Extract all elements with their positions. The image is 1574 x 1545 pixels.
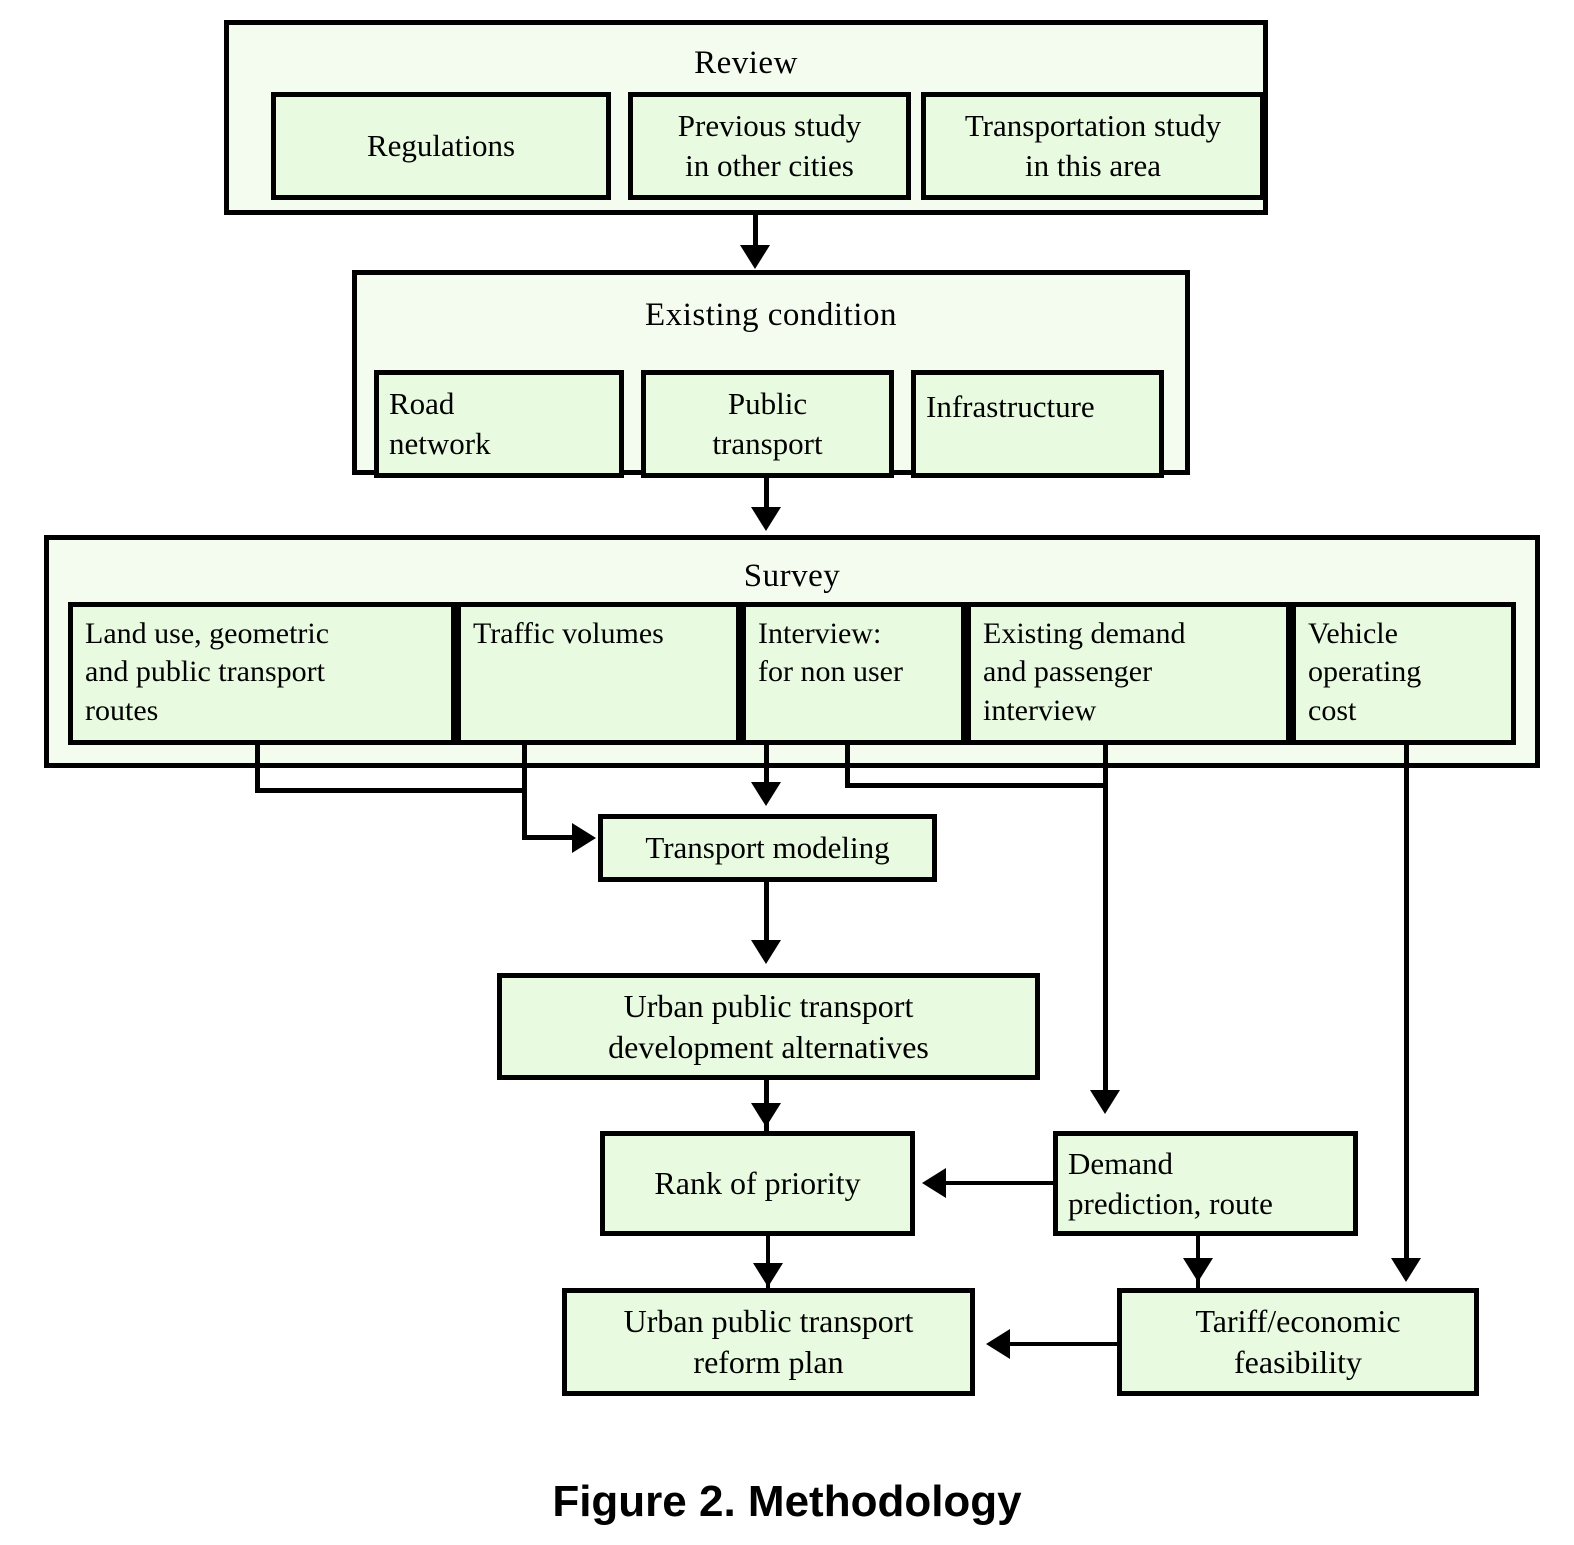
box-development-alternatives-line2: development alternatives <box>608 1028 929 1065</box>
arrowhead-to-rank-of-priority-right <box>922 1168 946 1198</box>
connector-demand-to-rank <box>946 1181 1056 1185</box>
connector-tariff-to-reform <box>1010 1342 1120 1346</box>
connector-review-to-existing <box>753 215 758 251</box>
connector-modeling-to-alternatives <box>764 882 769 944</box>
box-infrastructure: Infrastructure <box>911 370 1164 478</box>
box-interview-non-user: Interview: for non user <box>741 602 966 745</box>
box-transport-modeling: Transport modeling <box>598 814 937 882</box>
box-rank-of-priority: Rank of priority <box>600 1131 915 1236</box>
connector-landuse-horizontal <box>255 788 527 793</box>
arrowhead-to-transport-modeling-top <box>751 782 781 806</box>
connector-interview-horizontal <box>845 783 1107 788</box>
box-regulations-label: Regulations <box>366 128 516 164</box>
box-rank-of-priority-label: Rank of priority <box>654 1165 861 1202</box>
box-land-use-line3: routes <box>85 693 159 727</box>
box-road-network-line1: Road <box>389 386 455 422</box>
box-vehicle-operating-cost: Vehicle operating cost <box>1291 602 1516 745</box>
box-public-transport: Public transport <box>641 370 894 478</box>
box-tariff-feasibility-line1: Tariff/economic <box>1195 1303 1401 1340</box>
box-transportation-study-line2: in this area <box>1024 148 1161 183</box>
box-reform-plan-line1: Urban public transport <box>623 1303 914 1340</box>
box-tariff-feasibility: Tariff/economic feasibility <box>1117 1288 1479 1396</box>
box-regulations: Regulations <box>271 92 611 200</box>
box-vehicle-cost-line1: Vehicle <box>1308 617 1398 650</box>
box-previous-study-line1: Previous study <box>677 108 862 144</box>
box-road-network: Road network <box>374 370 624 478</box>
arrowhead-to-rank-of-priority <box>751 1103 781 1127</box>
arrowhead-to-tariff-feasibility <box>1183 1258 1213 1282</box>
box-demand-prediction: Demand prediction, route <box>1053 1131 1358 1236</box>
box-existing-demand-line2: and passenger <box>983 655 1153 689</box>
box-development-alternatives-line1: Urban public transport <box>623 987 914 1024</box>
figure-caption: Figure 2. Methodology <box>552 1477 1022 1526</box>
box-development-alternatives: Urban public transport development alter… <box>497 973 1040 1080</box>
box-vehicle-cost-line3: cost <box>1308 693 1357 727</box>
box-land-use-line1: Land use, geometric <box>85 617 330 650</box>
box-land-use-line2: and public transport <box>85 655 325 689</box>
arrowhead-to-reform-plan <box>753 1263 783 1287</box>
arrowhead-to-transport-modeling-left <box>572 823 596 853</box>
box-reform-plan: Urban public transport reform plan <box>562 1288 975 1396</box>
group-survey-title: Survey <box>743 558 841 594</box>
connector-transport-modeling-down <box>764 745 769 785</box>
box-road-network-line2: network <box>389 426 491 461</box>
box-vehicle-cost-line2: operating <box>1308 655 1422 689</box>
box-existing-demand-line3: interview <box>983 693 1097 727</box>
box-demand-prediction-line1: Demand <box>1068 1145 1174 1181</box>
box-interview-non-user-line1: Interview: <box>758 617 882 650</box>
box-existing-demand: Existing demand and passenger interview <box>966 602 1291 745</box>
group-existing-condition-title: Existing condition <box>645 297 897 333</box>
box-land-use: Land use, geometric and public transport… <box>68 602 456 745</box>
box-traffic-volumes-line1: Traffic volumes <box>473 617 664 650</box>
connector-traffic-vertical <box>522 745 527 840</box>
box-previous-study: Previous study in other cities <box>628 92 911 200</box>
arrowhead-to-tariff-feasibility-top <box>1391 1258 1421 1282</box>
connector-rank-to-reform <box>766 1236 770 1288</box>
arrowhead-to-alternatives <box>751 940 781 964</box>
box-public-transport-line1: Public <box>727 386 808 422</box>
arrowhead-to-reform-plan-right <box>986 1329 1010 1359</box>
arrowhead-review-to-existing <box>740 245 770 269</box>
connector-vehicle-cost-vertical <box>1404 745 1409 1263</box>
connector-landuse-vertical <box>255 745 260 793</box>
connector-existing-to-survey <box>764 475 769 513</box>
connector-traffic-horizontal <box>522 835 582 840</box>
arrowhead-to-demand-prediction <box>1090 1090 1120 1114</box>
connector-existing-demand-vertical <box>1103 745 1108 1095</box>
group-review-title: Review <box>694 45 798 81</box>
box-existing-demand-line1: Existing demand <box>983 617 1186 650</box>
connector-interview-stub <box>845 745 850 787</box>
box-interview-non-user-line2: for non user <box>758 655 903 689</box>
box-transportation-study-line1: Transportation study <box>964 108 1222 144</box>
box-demand-prediction-line2: prediction, route <box>1068 1185 1273 1221</box>
box-traffic-volumes: Traffic volumes <box>456 602 741 745</box>
arrowhead-existing-to-survey <box>751 507 781 531</box>
box-public-transport-line2: transport <box>712 426 823 461</box>
box-previous-study-line2: in other cities <box>685 148 854 183</box>
box-reform-plan-line2: reform plan <box>693 1344 844 1380</box>
box-transport-modeling-label: Transport modeling <box>645 830 890 866</box>
box-transportation-study: Transportation study in this area <box>921 92 1265 200</box>
box-infrastructure-label: Infrastructure <box>926 389 1095 424</box>
box-tariff-feasibility-line2: feasibility <box>1234 1344 1362 1380</box>
